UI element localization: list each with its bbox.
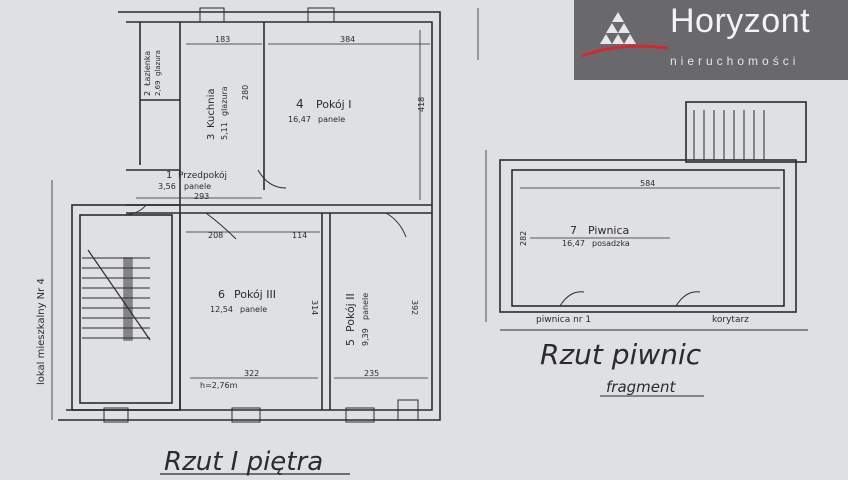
room-1-name: Przedpokój bbox=[178, 170, 227, 181]
room-2-finish: glazura bbox=[154, 50, 162, 76]
room-4-area: 16,47 bbox=[288, 115, 311, 124]
door-arc bbox=[125, 204, 147, 216]
first-floor-plan bbox=[51, 7, 479, 423]
room-5-finish: panele bbox=[361, 293, 370, 320]
dim-280: 280 bbox=[241, 85, 250, 100]
basement-stair-treads bbox=[693, 110, 765, 160]
basement-inner bbox=[511, 169, 785, 307]
first-floor-labels: 183 384 418 280 293 208 114 314 392 3 22 … bbox=[36, 35, 426, 477]
room-4-name: Pokój I bbox=[316, 98, 351, 111]
room-6-finish: panele bbox=[240, 305, 267, 314]
dim-584: 584 bbox=[640, 179, 655, 188]
first-floor-title: Rzut I piętra bbox=[164, 447, 323, 477]
dim-314: 314 bbox=[310, 300, 319, 315]
room-5-label: 5 Pokój II 9,39 panele bbox=[344, 293, 370, 346]
dim-293: 293 bbox=[194, 192, 209, 201]
room-3-name: Kuchnia bbox=[206, 89, 217, 128]
room-2-name: Łazienka bbox=[143, 51, 152, 87]
basement-labels: 584 282 7 Piwnica 16,47 posadzka piwnica… bbox=[519, 179, 749, 397]
room-3-number: 3 bbox=[206, 134, 217, 140]
dimension-lines bbox=[51, 8, 479, 420]
room-1-finish: panele bbox=[184, 182, 211, 191]
room-2-number: 2 bbox=[143, 91, 152, 96]
room-1-area: 3,56 bbox=[158, 182, 176, 191]
room-1-number: 1 bbox=[166, 170, 172, 181]
dim-384: 384 bbox=[340, 35, 355, 44]
ceiling-height: h=2,76m bbox=[200, 381, 238, 390]
room-4-number: 4 bbox=[296, 97, 304, 111]
room-2-area: 2,69 bbox=[154, 80, 162, 96]
dim-392: 392 bbox=[410, 300, 419, 315]
room-2-label: 2 Łazienka 2,69 glazura bbox=[143, 50, 162, 96]
dim-114: 114 bbox=[292, 231, 307, 240]
logo-swoosh-icon bbox=[581, 44, 669, 58]
door-arc bbox=[205, 212, 237, 240]
basement-stair bbox=[685, 101, 807, 163]
dim-418: 418 bbox=[417, 97, 426, 112]
windows bbox=[103, 7, 419, 423]
corridor-label: korytarz bbox=[712, 315, 749, 325]
basement-plan bbox=[485, 101, 808, 331]
room-7-finish: posadzka bbox=[592, 239, 630, 248]
inner-wall-line bbox=[66, 21, 433, 411]
room-5-area: 9,39 bbox=[361, 328, 370, 346]
stair-rail bbox=[123, 257, 133, 341]
dim-235: 235 bbox=[364, 369, 379, 378]
stair-treads bbox=[82, 249, 151, 341]
room-7-number: 7 bbox=[570, 224, 577, 237]
dim-322: 322 bbox=[244, 369, 259, 378]
door-arc bbox=[257, 169, 287, 189]
door-arc bbox=[385, 212, 407, 238]
room-7-area: 16,47 bbox=[562, 239, 585, 248]
logo-name: Horyzont bbox=[670, 2, 811, 40]
room-4-finish: panele bbox=[318, 115, 345, 124]
room-6-number: 6 bbox=[218, 288, 225, 301]
basement-title: Rzut piwnic bbox=[540, 338, 702, 371]
side-label: lokal mieszkalny Nr 4 bbox=[36, 278, 47, 385]
room-6-name: Pokój III bbox=[234, 288, 276, 301]
dim-183: 183 bbox=[215, 35, 230, 44]
logo-triangle-icon bbox=[600, 12, 636, 44]
cellar-label: piwnica nr 1 bbox=[536, 315, 591, 325]
room-6-area: 12,54 bbox=[210, 305, 233, 314]
outer-wall bbox=[58, 11, 441, 421]
basement-subtitle: fragment bbox=[606, 378, 677, 396]
room-3-finish: glazura bbox=[220, 86, 229, 116]
room-3-label: 3 Kuchnia 5,11 glazura bbox=[206, 86, 229, 140]
horyzont-logo: Horyzont nieruchomości bbox=[574, 0, 848, 80]
room-5-name: Pokój II bbox=[344, 293, 357, 332]
dim-282: 282 bbox=[519, 231, 528, 246]
door-arc bbox=[675, 291, 701, 307]
room-3-area: 5,11 bbox=[220, 122, 229, 140]
logo-subtitle: nieruchomości bbox=[670, 54, 800, 68]
basement-outer bbox=[499, 159, 797, 313]
room-5-number: 5 bbox=[344, 339, 357, 346]
room-7-name: Piwnica bbox=[588, 224, 629, 237]
door-arc bbox=[559, 291, 585, 307]
dim-208: 208 bbox=[208, 231, 223, 240]
